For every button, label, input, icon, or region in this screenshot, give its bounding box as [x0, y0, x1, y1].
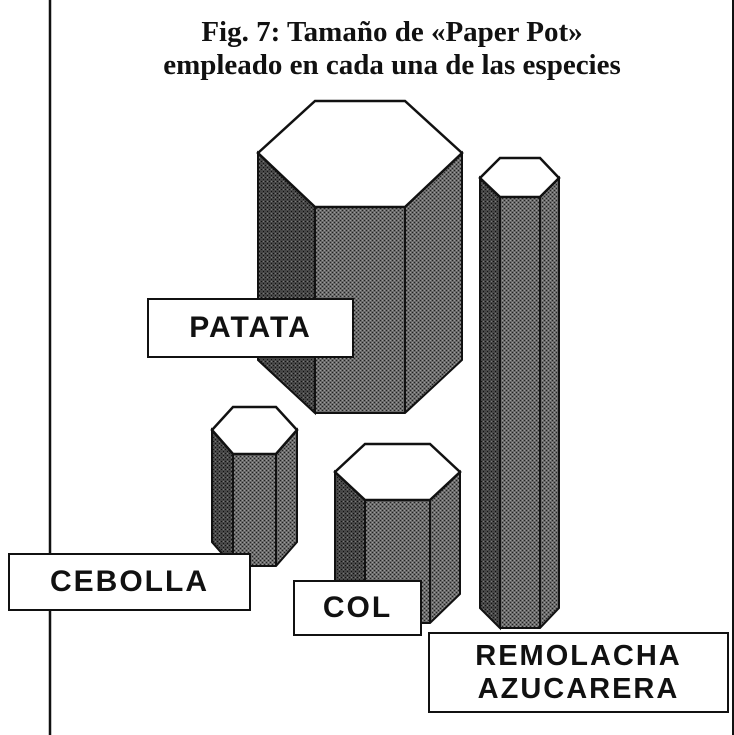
- label-col: COL: [293, 580, 422, 636]
- cebolla-pot: [210, 405, 299, 569]
- label-cebolla-text: CEBOLLA: [50, 565, 209, 598]
- label-remolacha: REMOLACHA AZUCARERA: [428, 632, 729, 713]
- figure-title: Fig. 7: Tamaño de «Paper Pot» empleado e…: [50, 16, 734, 82]
- patata-pot: [256, 99, 464, 416]
- figure-title-line2: empleado en cada una de las especies: [163, 49, 621, 81]
- label-remolacha-line1: REMOLACHA: [475, 639, 682, 672]
- label-patata: PATATA: [147, 298, 354, 358]
- figure-title-line1: Fig. 7: Tamaño de «Paper Pot»: [201, 16, 583, 48]
- label-remolacha-line2: AZUCARERA: [477, 672, 680, 705]
- label-patata-text: PATATA: [189, 311, 312, 344]
- label-cebolla: CEBOLLA: [8, 553, 251, 611]
- remolacha-pot: [478, 156, 561, 631]
- label-col-text: COL: [322, 591, 393, 624]
